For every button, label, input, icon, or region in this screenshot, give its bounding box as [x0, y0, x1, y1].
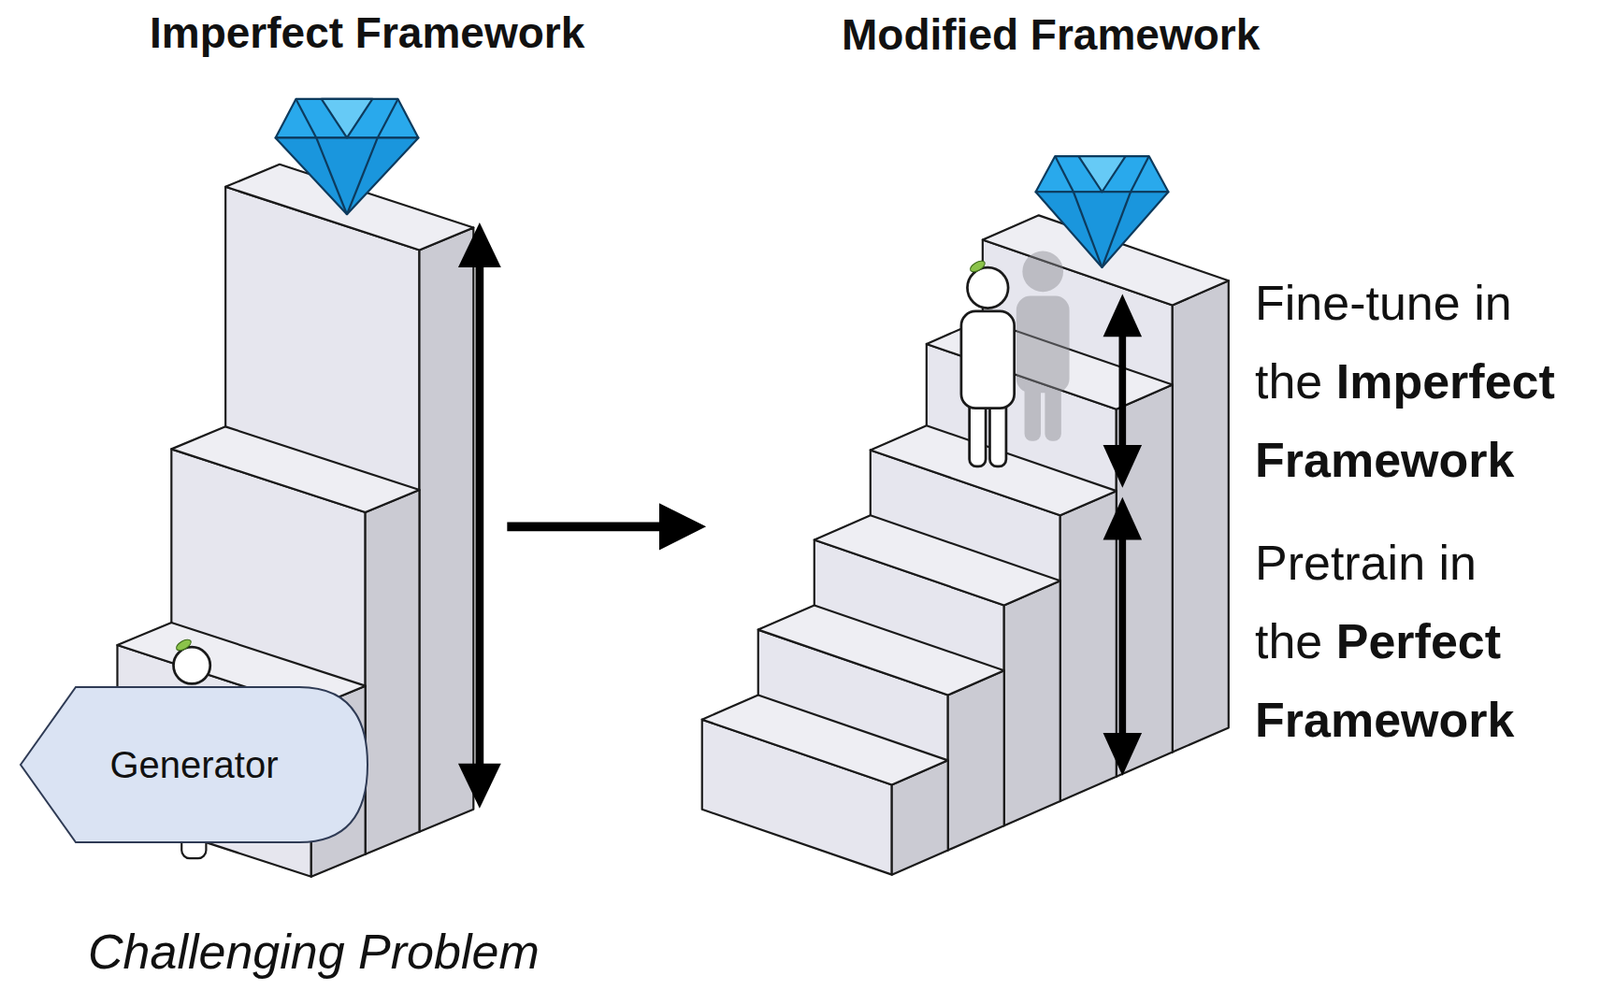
- staircase-steps: [702, 215, 1229, 875]
- person-shadow: [1016, 251, 1070, 442]
- double-arrow: [1103, 293, 1142, 488]
- diamond-gem: [1036, 156, 1169, 268]
- generator-shape: Generator: [18, 685, 370, 845]
- person-figure: [961, 259, 1015, 467]
- double-arrow: [458, 222, 502, 809]
- node-text-group: Generator: [109, 742, 278, 788]
- annotation-block: Pretrain in the Perfect Framework: [1254, 523, 1541, 760]
- annotation-block: Fine-tune in the Imperfect Framework: [1254, 263, 1578, 500]
- transition-arrow: [506, 503, 707, 550]
- diamond-gem: [275, 99, 419, 215]
- panel-heading: Imperfect Framework: [149, 7, 585, 59]
- problem-caption: Challenging Problem: [87, 925, 540, 980]
- node-label: Generator: [109, 742, 278, 788]
- pentagon-outline-path: [20, 687, 368, 843]
- double-arrow: [1103, 497, 1142, 777]
- panel-heading: Modified Framework: [841, 9, 1260, 61]
